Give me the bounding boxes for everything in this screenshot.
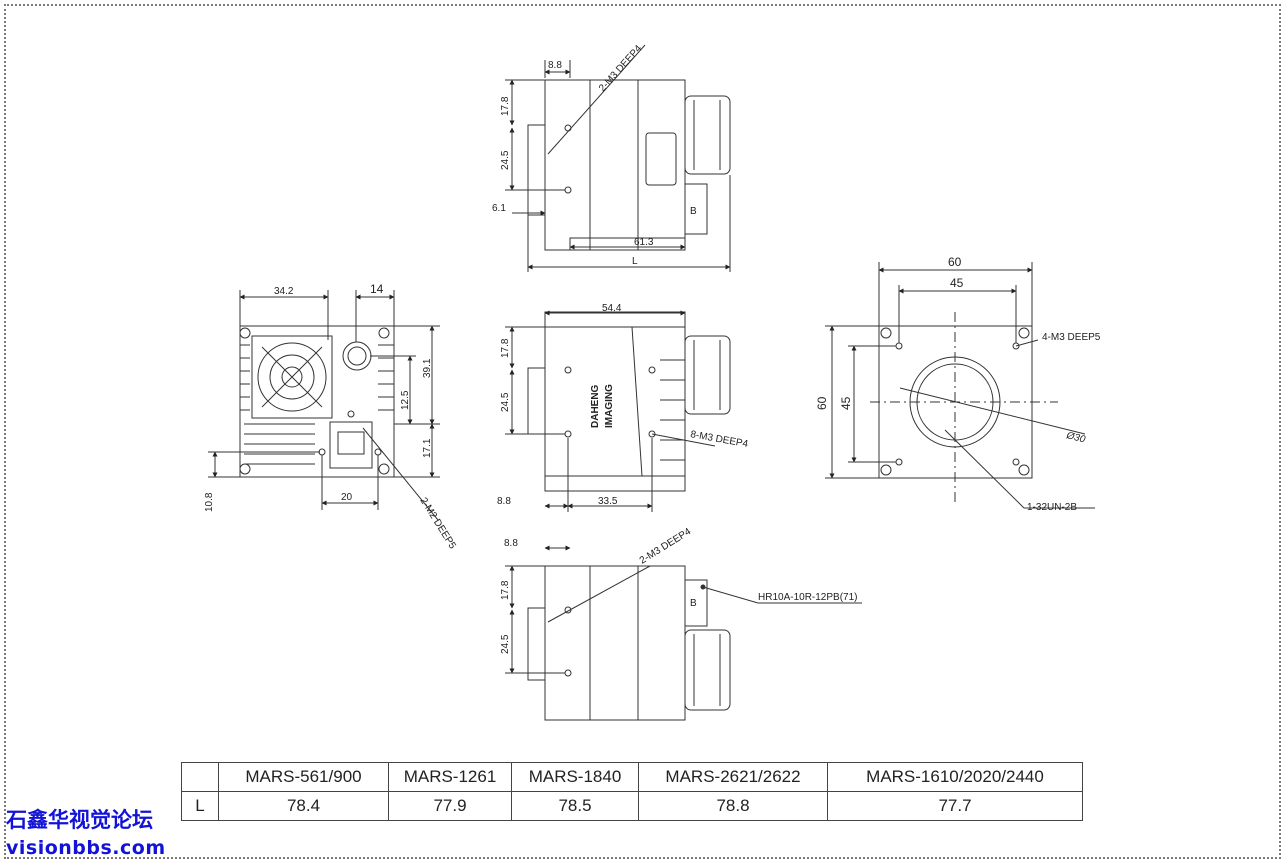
front-dim-10-8: 10.8 xyxy=(204,492,215,512)
rear-dim-60-v: 60 xyxy=(815,396,829,410)
rear-dim-45-v: 45 xyxy=(839,396,853,410)
front-dim-34-2: 34.2 xyxy=(274,286,294,297)
front-view xyxy=(208,290,440,521)
side-dim-54-4: 54.4 xyxy=(602,303,622,314)
front-view-fins xyxy=(240,344,394,465)
front-view-body xyxy=(239,325,395,478)
bottom-callout-m3: 2-M3 DEEP4 xyxy=(638,526,694,566)
side-logo-line2: IMAGING xyxy=(604,384,615,428)
front-callout: 2-M2 DEEP5 xyxy=(417,496,457,552)
rear-view xyxy=(825,262,1095,509)
table-length-cell: 78.8 xyxy=(638,791,828,821)
watermark: 石鑫华视觉论坛 visionbbs.com xyxy=(6,810,166,858)
bottom-connector-mark: B xyxy=(690,598,697,609)
side-callout: 8-M3 DEEP4 xyxy=(689,429,749,450)
bottom-view xyxy=(505,545,862,721)
front-dim-20: 20 xyxy=(341,492,353,503)
bottom-view-hirose-connector xyxy=(684,579,708,627)
table-model-cell: MARS-2621/2622 xyxy=(638,762,828,792)
rear-dim-45-h: 45 xyxy=(950,276,964,290)
side-dim-24-5: 24.5 xyxy=(500,392,511,412)
length-spec-table: MARS-561/900 MARS-1261 MARS-1840 MARS-26… xyxy=(181,762,1083,821)
front-dim-17-1: 17.1 xyxy=(422,438,433,458)
top-view-lens-mount xyxy=(527,124,546,216)
table-model-cell: MARS-1610/2020/2440 xyxy=(827,762,1083,792)
watermark-url: visionbbs.com xyxy=(6,837,166,859)
front-dim-14: 14 xyxy=(370,282,384,296)
top-callout: 2-M3 DEEP4 xyxy=(597,43,645,94)
side-view xyxy=(505,310,731,512)
table-model-cell: MARS-561/900 xyxy=(218,762,389,792)
side-view-fins xyxy=(660,359,685,461)
top-view-body xyxy=(544,79,686,251)
table-model-cell: MARS-1261 xyxy=(388,762,512,792)
drawing-frame xyxy=(4,4,1281,859)
watermark-title: 石鑫华视觉论坛 xyxy=(6,808,153,832)
side-dim-8-8: 8.8 xyxy=(497,496,511,507)
side-view-io-connector xyxy=(684,335,731,415)
rear-callout-m3: 4-M3 DEEP5 xyxy=(1042,332,1101,343)
table-header-row: MARS-561/900 MARS-1261 MARS-1840 MARS-26… xyxy=(181,762,1083,792)
top-dim-61-3: 61.3 xyxy=(634,237,654,248)
side-logo-line1: DAHENG xyxy=(590,384,601,428)
front-dim-39-1: 39.1 xyxy=(422,358,433,378)
table-length-cell: 77.7 xyxy=(827,791,1083,821)
top-dim-17-8: 17.8 xyxy=(500,96,511,116)
top-dim-24-5: 24.5 xyxy=(500,150,511,170)
table-row-label: L xyxy=(181,791,219,821)
front-dim-12-5: 12.5 xyxy=(400,390,411,410)
top-dim-6-1: 6.1 xyxy=(492,203,506,214)
top-view-hirose-connector xyxy=(684,183,708,235)
side-view-body xyxy=(544,326,686,477)
table-corner-cell xyxy=(181,762,219,792)
table-model-cell: MARS-1840 xyxy=(511,762,639,792)
bottom-view-lens-mount xyxy=(527,607,546,681)
top-dim-8-8: 8.8 xyxy=(548,60,562,71)
side-dim-33-5: 33.5 xyxy=(598,496,618,507)
top-dim-L: L xyxy=(632,256,638,267)
top-connector-mark: B xyxy=(690,206,697,217)
front-view-rj45-port xyxy=(329,421,373,469)
side-dim-17-8: 17.8 xyxy=(500,338,511,358)
top-view-io-connector xyxy=(684,95,731,175)
bottom-dim-17-8: 17.8 xyxy=(500,580,511,600)
table-length-cell: 77.9 xyxy=(388,791,512,821)
bottom-dim-8-8: 8.8 xyxy=(504,538,518,549)
front-view-fan-frame xyxy=(251,335,333,419)
front-view-fan xyxy=(257,342,327,412)
table-length-cell: 78.5 xyxy=(511,791,639,821)
bottom-view-body xyxy=(544,565,686,721)
front-view-round-connector xyxy=(342,341,372,371)
table-length-cell: 78.4 xyxy=(218,791,389,821)
bottom-dim-24-5: 24.5 xyxy=(500,634,511,654)
bottom-callout-hirose: HR10A-10R-12PB(71) xyxy=(758,592,858,603)
top-view-window xyxy=(645,132,677,186)
rear-dim-60-h: 60 xyxy=(948,255,962,269)
bottom-view-io-connector xyxy=(684,629,731,711)
rear-callout-thread: 1-32UN-2B xyxy=(1027,502,1077,513)
table-row: L 78.4 77.9 78.5 78.8 77.7 xyxy=(181,791,1083,821)
top-view xyxy=(505,44,731,272)
side-view-lens-mount xyxy=(527,367,546,435)
rear-callout-diameter: Ø30 xyxy=(1064,430,1086,446)
